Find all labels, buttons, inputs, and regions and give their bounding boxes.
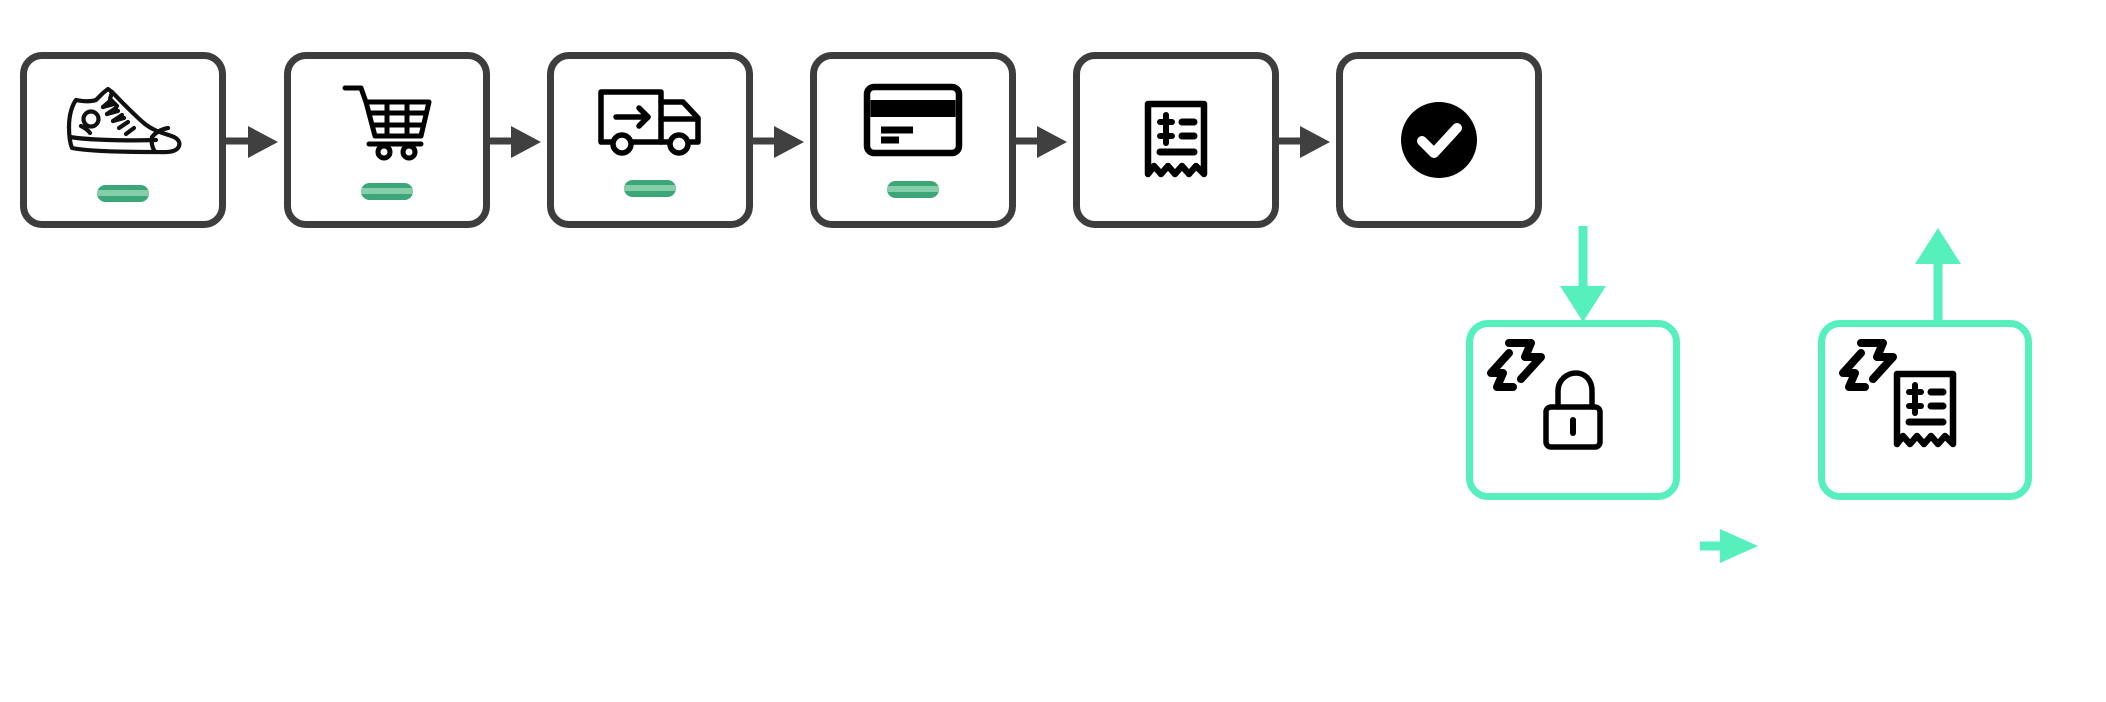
status-pill (361, 182, 413, 200)
flow-node-cart[interactable] (284, 52, 490, 228)
connector-product-to-cart (226, 122, 284, 162)
connector-cart-to-shipping (489, 122, 547, 162)
flow-node-order-summary[interactable] (1073, 52, 1279, 228)
connector-capture-to-confirmation (1895, 226, 1995, 324)
connector-shipping-to-payment (752, 122, 810, 162)
connector-payment-to-order-summary (1015, 122, 1073, 162)
code-brackets-icon (1839, 337, 1899, 393)
shopping-cart-icon (291, 81, 483, 160)
connector-order-summary-to-authorize (1540, 226, 1640, 324)
receipt-icon (1080, 100, 1272, 180)
status-pill (97, 184, 149, 202)
credit-card-icon (817, 83, 1009, 157)
flow-node-payment[interactable] (810, 52, 1016, 228)
check-circle-icon (1343, 99, 1535, 181)
code-brackets-icon (1487, 337, 1547, 393)
delivery-truck-icon (554, 84, 746, 156)
unlocked-padlock-icon (1473, 369, 1673, 451)
sneaker-icon (27, 79, 219, 161)
flow-node-shipping[interactable] (547, 52, 753, 228)
status-pill (624, 179, 676, 197)
api-node-capture[interactable] (1818, 320, 2032, 500)
receipt-icon (1825, 370, 2025, 450)
status-pill (887, 180, 939, 198)
connector-authorize-to-capture (1700, 525, 1762, 567)
flow-node-product[interactable] (20, 52, 226, 228)
api-node-authorize[interactable] (1466, 320, 1680, 500)
connector-order-summary-to-confirmation (1278, 122, 1336, 162)
flow-node-confirmation[interactable] (1336, 52, 1542, 228)
